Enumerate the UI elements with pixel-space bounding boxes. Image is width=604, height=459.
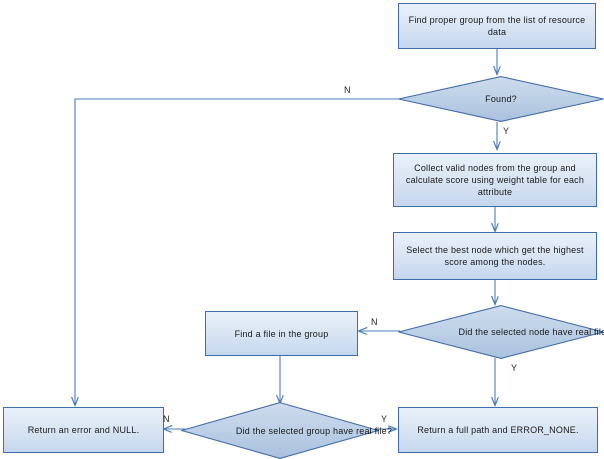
node-label: Find proper group from the list of resou… <box>408 15 586 37</box>
edge-label-found-no: N <box>344 85 351 95</box>
node-collect-valid-nodes[interactable]: Collect valid nodes from the group and c… <box>393 153 597 207</box>
diamond-shape <box>398 76 604 122</box>
node-label: Return an error and NULL. <box>27 425 140 435</box>
node-find-a-file-in-the-group[interactable]: Find a file in the group <box>205 311 358 356</box>
node-label: Did the selected group have real file? <box>235 425 393 436</box>
edge-label-group-has-file-no: N <box>163 414 170 424</box>
edge-label-group-has-file-yes: Y <box>381 414 388 424</box>
edge-label-found-yes: Y <box>503 126 510 136</box>
node-return-an-error-and-null[interactable]: Return an error and NULL. <box>3 407 164 453</box>
node-label: Collect valid nodes from the group and c… <box>405 163 585 197</box>
edge-label-node-has-file-no: N <box>371 317 378 327</box>
node-found-decision[interactable]: Found? <box>398 76 604 122</box>
node-return-a-full-path[interactable]: Return a full path and ERROR_NONE. <box>398 407 598 453</box>
node-label: Find a file in the group <box>234 328 329 339</box>
diamond-shape <box>181 402 379 459</box>
node-did-selected-group-have-real-file[interactable]: Did the selected group have real file? <box>181 402 392 459</box>
node-did-selected-node-have-real-file[interactable]: Did the selected node have real file? <box>398 305 604 359</box>
edge-found-no-to-return-error <box>75 98 400 405</box>
node-label: Found? <box>485 94 517 104</box>
node-label: Did the selected node have real file? <box>458 327 604 337</box>
node-find-proper-group[interactable]: Find proper group from the list of resou… <box>398 3 596 49</box>
node-select-best-node[interactable]: Select the best node which get the highe… <box>393 232 597 280</box>
node-label: Select the best node which get the highe… <box>406 245 584 267</box>
node-label: Return a full path and ERROR_NONE. <box>417 425 579 435</box>
diamond-shape <box>398 305 604 359</box>
edge-label-node-has-file-yes: Y <box>511 363 518 373</box>
